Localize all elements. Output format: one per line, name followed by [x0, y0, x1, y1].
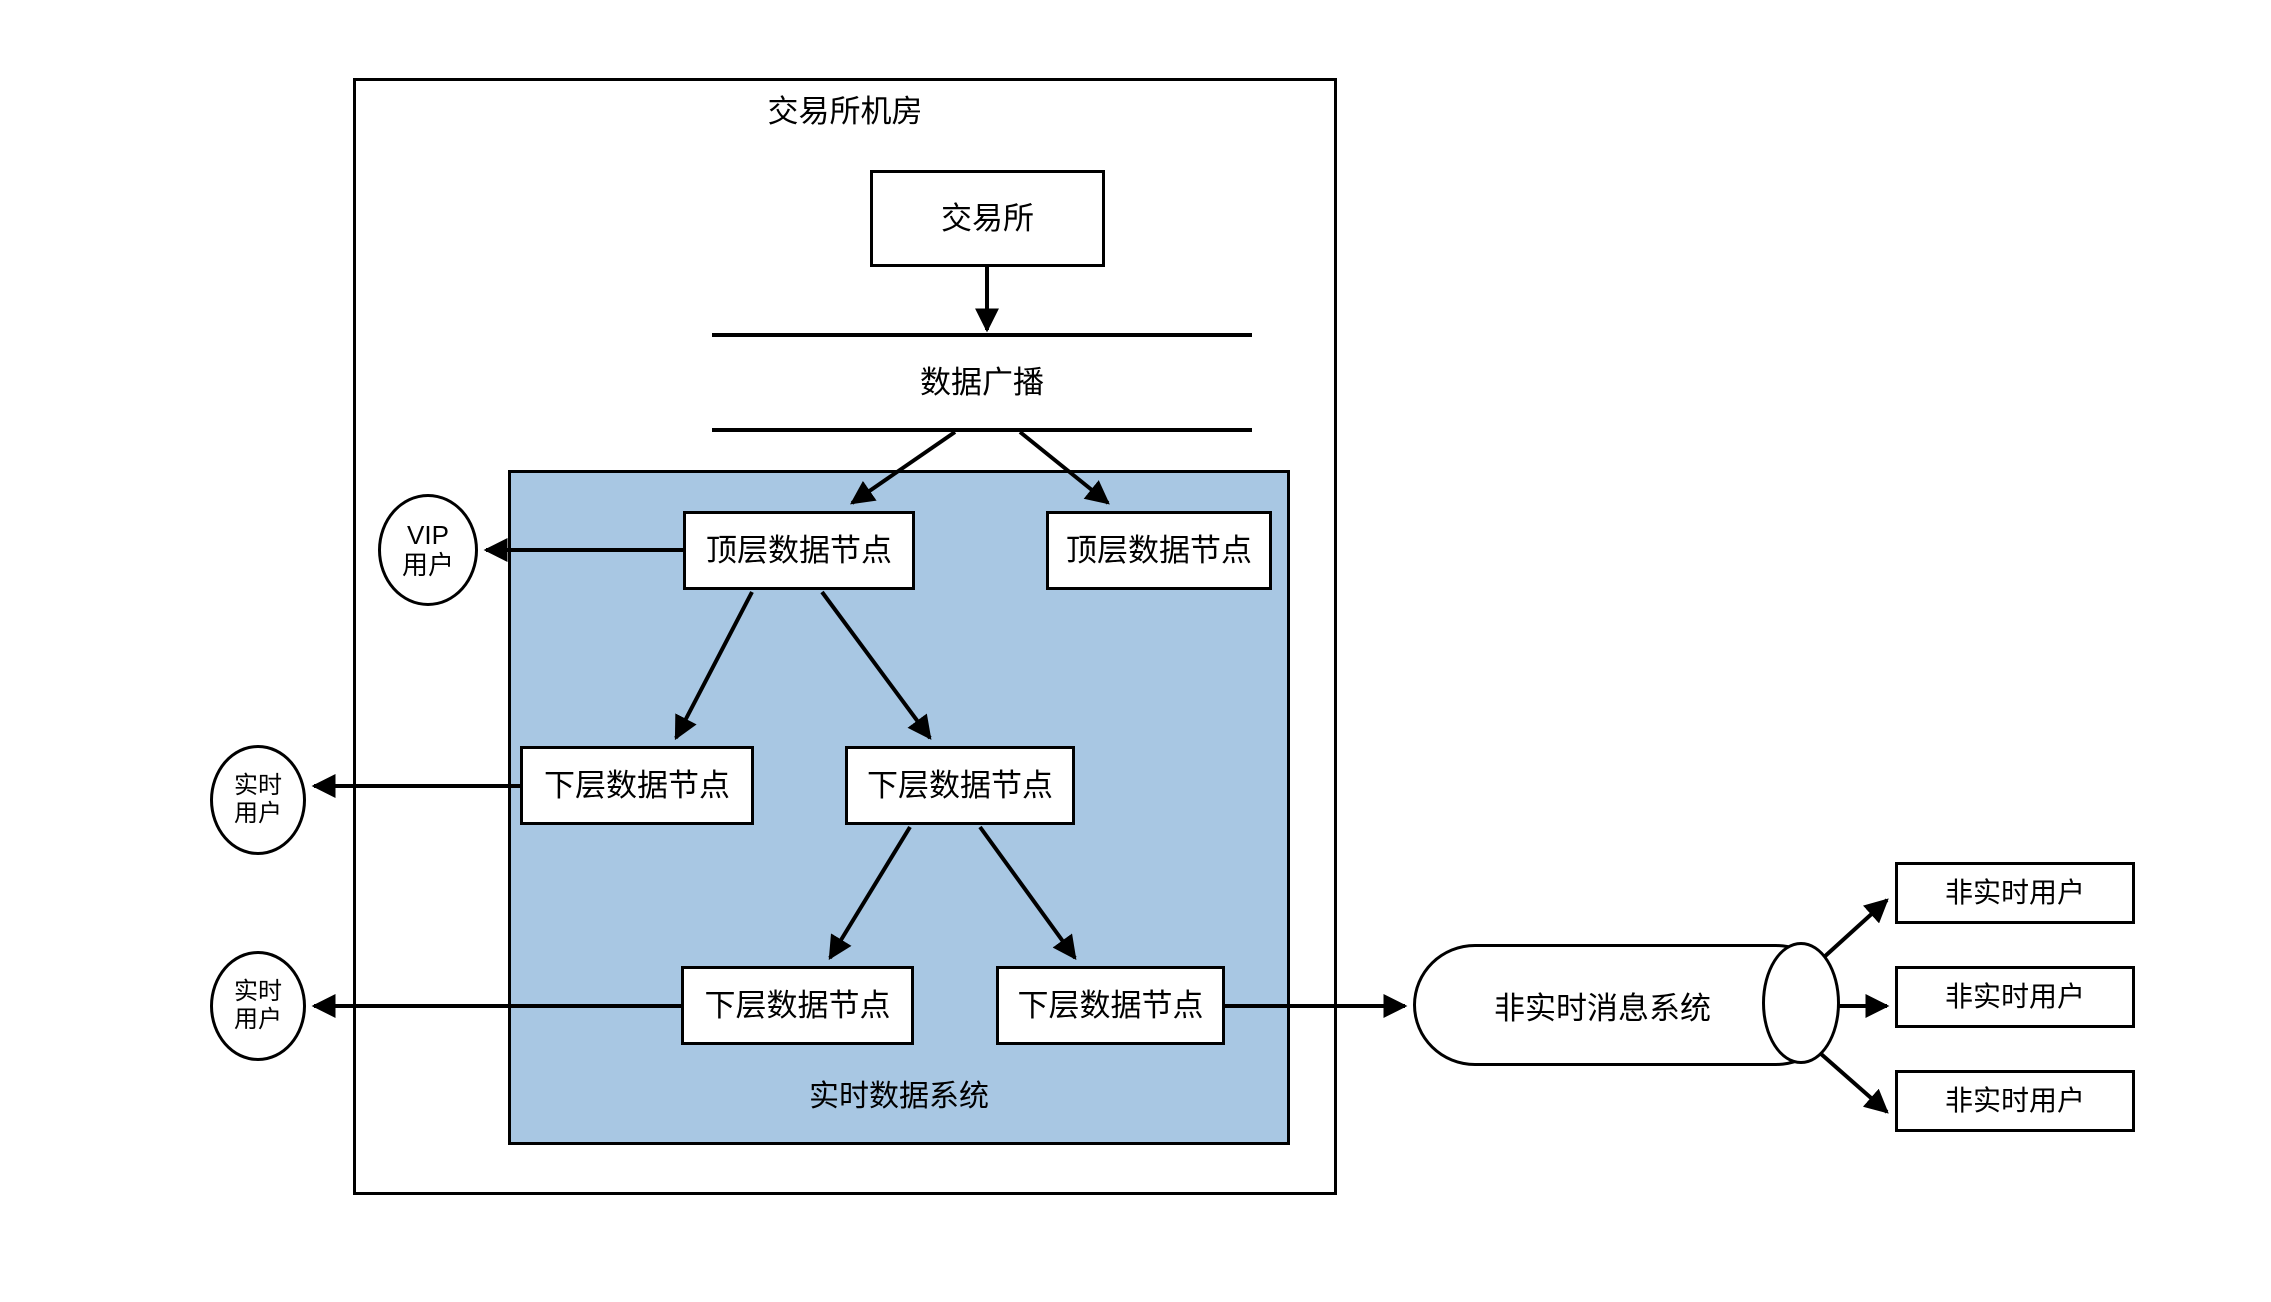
cylinder-cap-shape	[1762, 942, 1840, 1064]
vip-user-label-line2: 用户	[401, 550, 454, 580]
realtime-user-1-label-line1: 实时	[234, 772, 282, 799]
realtime-user-node-2[interactable]: 实时 用户	[210, 951, 306, 1061]
lower-data-node-3-label: 下层数据节点	[704, 987, 891, 1023]
lower-data-node-4[interactable]: 下层数据节点	[996, 966, 1225, 1045]
realtime-user-2-label-line1: 实时	[234, 978, 282, 1005]
realtime-user-2-label-line2: 用户	[234, 1006, 282, 1033]
realtime-data-system-label: 实时数据系统	[809, 1080, 989, 1113]
broadcast-bus-label: 数据广播	[920, 365, 1044, 400]
top-data-node-1[interactable]: 顶层数据节点	[683, 511, 915, 590]
lower-data-node-3[interactable]: 下层数据节点	[681, 966, 914, 1045]
nonrealtime-user-node-3[interactable]: 非实时用户	[1895, 1070, 2135, 1132]
vip-user-node[interactable]: VIP 用户	[378, 494, 478, 606]
exchange-node-label: 交易所	[941, 200, 1034, 236]
message-system-node[interactable]: 非实时消息系统	[1413, 942, 1840, 1066]
lower-data-node-4-label: 下层数据节点	[1017, 987, 1204, 1023]
nonrealtime-user-2-label: 非实时用户	[1944, 981, 2085, 1012]
message-system-label: 非实时消息系统	[1494, 990, 1711, 1026]
realtime-user-node-1[interactable]: 实时 用户	[210, 745, 306, 855]
exchange-room-container	[353, 78, 1337, 1195]
top-data-node-1-label: 顶层数据节点	[706, 532, 892, 568]
nonrealtime-user-node-1[interactable]: 非实时用户	[1895, 862, 2135, 924]
top-data-node-2-label: 顶层数据节点	[1066, 532, 1252, 568]
lower-data-node-2[interactable]: 下层数据节点	[845, 746, 1075, 825]
exchange-room-title: 交易所机房	[767, 94, 923, 129]
lower-data-node-2-label: 下层数据节点	[867, 767, 1053, 803]
exchange-node[interactable]: 交易所	[870, 170, 1105, 267]
lower-data-node-1-label: 下层数据节点	[544, 767, 730, 803]
realtime-user-1-label-line2: 用户	[234, 800, 282, 827]
vip-user-label-line1: VIP	[407, 520, 449, 550]
nonrealtime-user-3-label: 非实时用户	[1944, 1085, 2085, 1116]
nonrealtime-user-1-label: 非实时用户	[1944, 877, 2085, 908]
nonrealtime-user-node-2[interactable]: 非实时用户	[1895, 966, 2135, 1028]
lower-data-node-1[interactable]: 下层数据节点	[520, 746, 754, 825]
top-data-node-2[interactable]: 顶层数据节点	[1046, 511, 1272, 590]
